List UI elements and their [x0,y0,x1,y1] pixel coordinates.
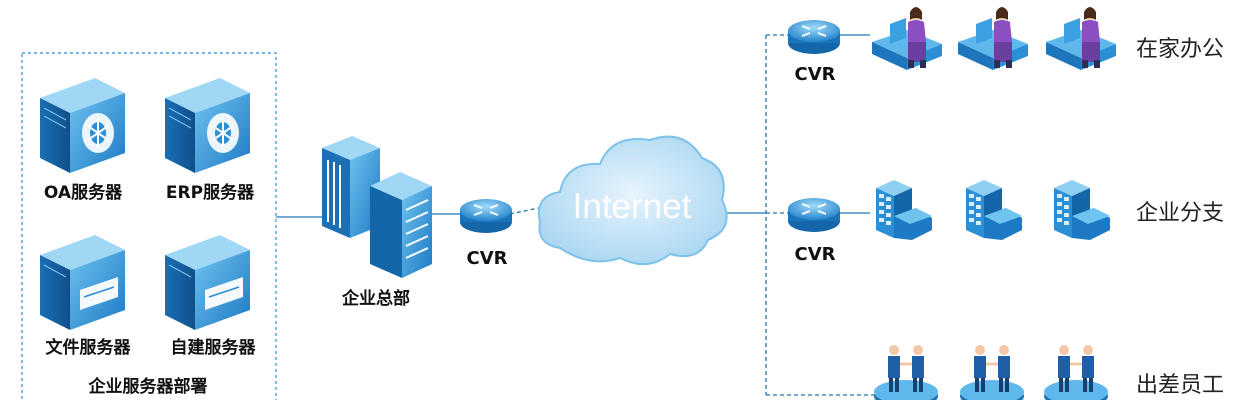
cloud-icon [538,135,728,265]
branch-traveling: 出差员工 [872,343,1224,400]
home-worker-icon [872,7,942,70]
connection-lines [276,34,880,396]
server-erp: ERP服务器 [164,77,255,203]
server-fan-icon [39,77,126,174]
branch-building-icon [966,180,1022,240]
router-hq: CVR [459,198,513,269]
server-custom: 自建服务器 [164,234,257,358]
branch-label: 出差员工 [1136,373,1224,398]
router-icon [787,19,841,55]
router-icon [787,197,841,233]
branch-label: 在家办公 [1136,37,1224,62]
server-label: 文件服务器 [46,337,132,358]
business-traveler-icon [872,343,940,400]
internet-cloud: Internet [538,135,728,265]
branch-building-icon [1054,180,1110,240]
home-worker-icon [958,7,1028,70]
server-file: 文件服务器 [39,234,132,358]
server-label: 自建服务器 [171,337,257,358]
branch-building-icon [876,180,932,240]
branch-label: 企业分支 [1136,201,1224,226]
router-icon [459,198,513,234]
router-label: CVR [794,244,835,265]
server-group-frame [21,52,277,400]
hq-label: 企业总部 [341,288,410,309]
hq-node: 企业总部 [322,136,432,309]
home-worker-icon [1046,7,1116,70]
branch-enterprise: CVR 企业分支 [787,180,1224,265]
server-label: ERP服务器 [166,182,255,203]
branch-home-office: CVR 在家办公 [787,7,1224,85]
server-oa: OA服务器 [39,77,126,203]
server-label: OA服务器 [44,182,123,203]
cloud-label: Internet [573,187,692,226]
server-drive-icon [164,234,251,331]
server-group-label: 企业服务器部署 [88,376,208,397]
business-traveler-icon [1042,343,1110,400]
business-traveler-icon [958,343,1026,400]
router-label: CVR [794,64,835,85]
server-cluster-icon [322,136,432,278]
router-label: CVR [466,248,507,269]
server-drive-icon [39,234,126,331]
server-fan-icon [164,77,251,174]
